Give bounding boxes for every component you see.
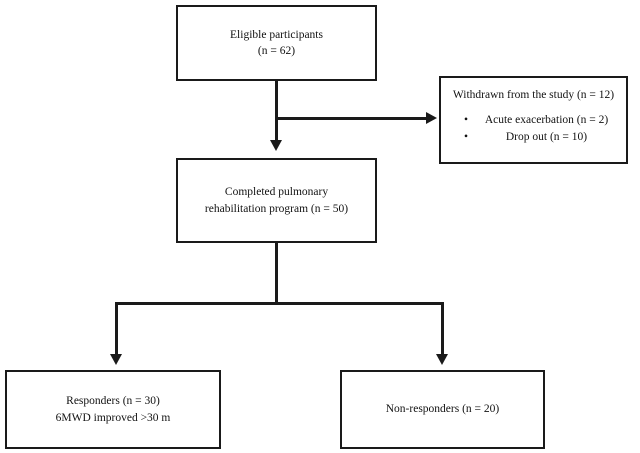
list-item: • Acute exacerbation (n = 2) bbox=[451, 112, 616, 129]
connector-to-non-responders bbox=[441, 302, 444, 356]
completed-line-2: rehabilitation program (n = 50) bbox=[204, 202, 349, 215]
arrowhead-down-icon bbox=[270, 140, 282, 151]
bullet-icon: • bbox=[464, 114, 469, 127]
connector-eligible-to-completed bbox=[275, 81, 278, 141]
connector-completed-trunk bbox=[275, 243, 278, 304]
completed-line-1: Completed pulmonary bbox=[224, 186, 329, 199]
connector-to-responders bbox=[115, 302, 118, 356]
responders-line-2: 6MWD improved >30 m bbox=[55, 411, 171, 424]
responders-line-1: Responders (n = 30) bbox=[66, 395, 160, 408]
node-withdrawn-from-study: Withdrawn from the study (n = 12) • Acut… bbox=[439, 76, 628, 164]
withdrawn-reason-2: Drop out (n = 10) bbox=[505, 131, 588, 144]
bullet-icon: • bbox=[464, 131, 469, 144]
eligible-line-2: (n = 62) bbox=[257, 45, 296, 57]
withdrawn-title: Withdrawn from the study (n = 12) bbox=[452, 89, 615, 101]
node-non-responders: Non-responders (n = 20) bbox=[340, 370, 545, 449]
node-responders: Responders (n = 30) 6MWD improved >30 m bbox=[5, 370, 221, 449]
withdrawn-reason-1: Acute exacerbation (n = 2) bbox=[484, 114, 609, 127]
arrowhead-right-icon bbox=[426, 112, 437, 124]
arrowhead-down-icon bbox=[436, 354, 448, 365]
node-eligible-participants: Eligible participants (n = 62) bbox=[176, 5, 377, 81]
list-item: • Drop out (n = 10) bbox=[451, 129, 616, 146]
arrowhead-down-icon bbox=[110, 354, 122, 365]
node-completed-rehabilitation: Completed pulmonary rehabilitation progr… bbox=[176, 158, 377, 243]
withdrawn-reason-list: • Acute exacerbation (n = 2) • Drop out … bbox=[451, 112, 616, 146]
eligible-line-1: Eligible participants bbox=[230, 28, 323, 41]
connector-eligible-to-withdrawn bbox=[275, 117, 427, 120]
nonresponders-line-1: Non-responders (n = 20) bbox=[385, 403, 500, 416]
connector-split-horizontal bbox=[115, 302, 444, 305]
